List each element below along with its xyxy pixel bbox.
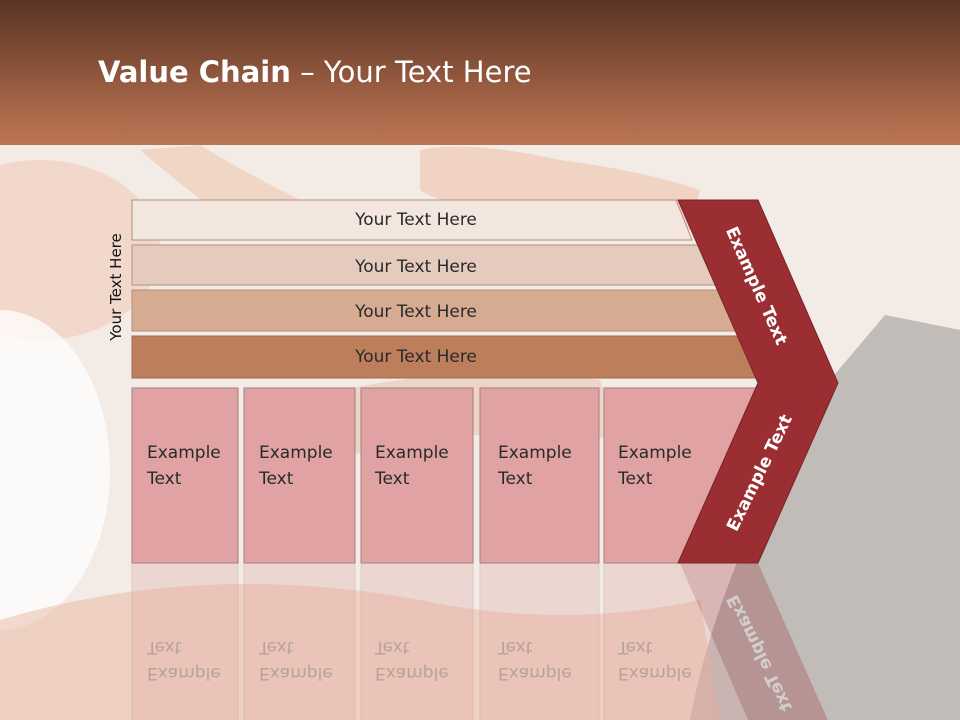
box-label-line1: Example [618,443,692,463]
box-label-line1-reflection: Example [618,663,692,683]
activity-box[interactable] [360,387,474,564]
title-rest: – Your Text Here [290,55,532,89]
boxes-group: Example Text Example Text Example Text E… [131,387,759,564]
layer-bar[interactable] [131,199,693,241]
box-label-line2: Text [497,469,533,489]
box-label-line1-reflection: Example [375,663,449,683]
activity-box-reflection [131,562,239,720]
activity-box[interactable] [479,387,600,564]
box-label-line2-reflection: Text [374,637,410,657]
box-label-line1: Example [498,443,572,463]
layer-label: Your Text Here [354,302,477,322]
box-label-line2: Text [374,469,410,489]
activity-box-reflection [243,562,356,720]
layer-label: Your Text Here [354,347,477,367]
box-label-line2: Text [258,469,294,489]
chevron-arrow[interactable]: Example Text Example Text [677,199,839,564]
box-label-line2: Text [617,469,653,489]
box-label-line1: Example [147,443,221,463]
chevron-shape[interactable] [677,199,839,564]
activity-box[interactable] [243,387,356,564]
box-label-line2-reflection: Text [617,637,653,657]
box-label-line1: Example [259,443,333,463]
layer-label: Your Text Here [354,257,477,277]
box-label-line2-reflection: Text [146,637,182,657]
layers-group: Your Text Here Your Text Here Your Text … [131,199,765,379]
slide-title: Value Chain – Your Text Here [98,55,532,89]
box-label-line1-reflection: Example [498,663,572,683]
box-label-line1: Example [375,443,449,463]
box-label-line2-reflection: Text [258,637,294,657]
chevron-reflection [680,563,828,720]
activity-box-reflection [479,562,600,720]
box-label-line2: Text [146,469,182,489]
title-bar: Value Chain – Your Text Here [0,0,960,145]
box-label-line1-reflection: Example [259,663,333,683]
box-label-line1-reflection: Example [147,663,221,683]
title-bold: Value Chain [98,55,291,89]
layer-label: Your Text Here [354,210,477,230]
box-label-line2-reflection: Text [497,637,533,657]
activity-box[interactable] [131,387,239,564]
